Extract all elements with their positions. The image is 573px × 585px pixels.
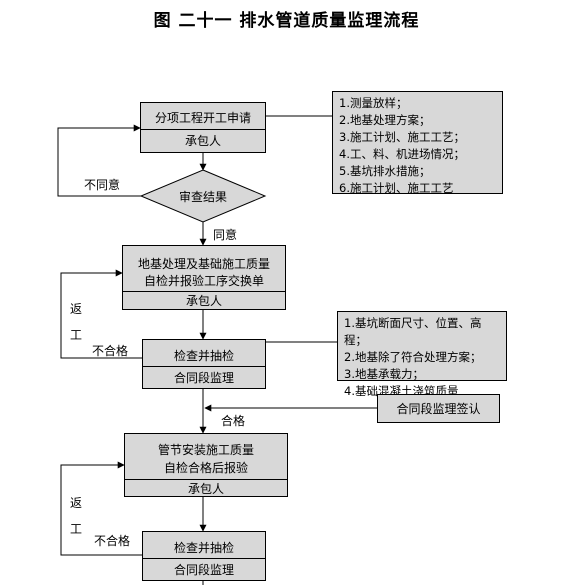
pipe-box: 管节安装施工质量 自检合格后报验 承包人 <box>124 433 288 497</box>
inspection-items-note: 1.基坑断面尺寸、位置、高程； 2.地基除了符合处理方案； 3.地基承载力； 4… <box>337 311 507 398</box>
note1-line: 4.工、料、机进场情况； <box>339 147 465 161</box>
fail-label-2: 不合格 <box>94 534 131 548</box>
return-loop-1 <box>60 269 142 359</box>
fail-label-1: 不合格 <box>92 344 129 358</box>
return-label-2a: 返 <box>70 496 83 510</box>
prerequisites-note: 1.测量放样； 2.地基处理方案； 3.施工计划、施工工艺； 4.工、料、机进场… <box>332 91 503 195</box>
apply-owner: 承包人 <box>184 134 221 148</box>
agree-label: 同意 <box>213 228 238 242</box>
inspect-box-2: 检查并抽检 合同段监理 <box>142 531 266 581</box>
pass-label: 合格 <box>221 414 246 428</box>
note2-line: 2.地基除了符合处理方案； <box>344 350 482 364</box>
review-label: 审查结果 <box>178 190 227 204</box>
sign-box: 合同段监理签认 <box>377 394 500 423</box>
inspect-box-1: 检查并抽检 合同段监理 <box>142 339 266 389</box>
inspect1-title: 检查并抽检 <box>173 349 234 363</box>
pipe-title: 管节安装施工质量 <box>157 443 254 457</box>
note1-line: 3.施工计划、施工工艺； <box>339 130 465 144</box>
apply-box: 分项工程开工申请 承包人 <box>140 102 266 153</box>
disagree-label: 不同意 <box>84 178 121 192</box>
note1-line: 6.施工计划、施工工艺 <box>339 181 454 195</box>
foundation-subtitle: 自检并报验工序交换单 <box>143 274 264 288</box>
pipe-subtitle: 自检合格后报验 <box>163 461 248 475</box>
foundation-box: 地基处理及基础施工质量 自检并报验工序交换单 承包人 <box>122 245 286 310</box>
inspect2-owner: 合同段监理 <box>173 563 234 577</box>
return-loop-2 <box>60 461 142 556</box>
sign-label: 合同段监理签认 <box>396 402 481 416</box>
note2-line: 1.基坑断面尺寸、位置、高程； <box>344 316 482 347</box>
note1-line: 2.地基处理方案； <box>339 113 431 127</box>
return-label-2b: 工 <box>70 522 83 536</box>
apply-title: 分项工程开工申请 <box>154 111 251 125</box>
inspect2-title: 检查并抽检 <box>173 541 234 555</box>
page-title: 图 二十一 排水管道质量监理流程 <box>153 11 420 31</box>
inspect1-owner: 合同段监理 <box>173 371 234 385</box>
return-label-1a: 返 <box>70 302 83 316</box>
foundation-title: 地基处理及基础施工质量 <box>137 257 270 271</box>
note2-line: 3.地基承载力； <box>344 367 424 381</box>
disagree-loop <box>57 124 141 197</box>
note1-line: 5.基坑排水措施； <box>339 164 431 178</box>
return-label-1b: 工 <box>70 328 83 342</box>
foundation-owner: 承包人 <box>185 294 222 308</box>
note1-line: 1.测量放样； <box>339 96 408 110</box>
pipe-owner: 承包人 <box>187 482 224 496</box>
